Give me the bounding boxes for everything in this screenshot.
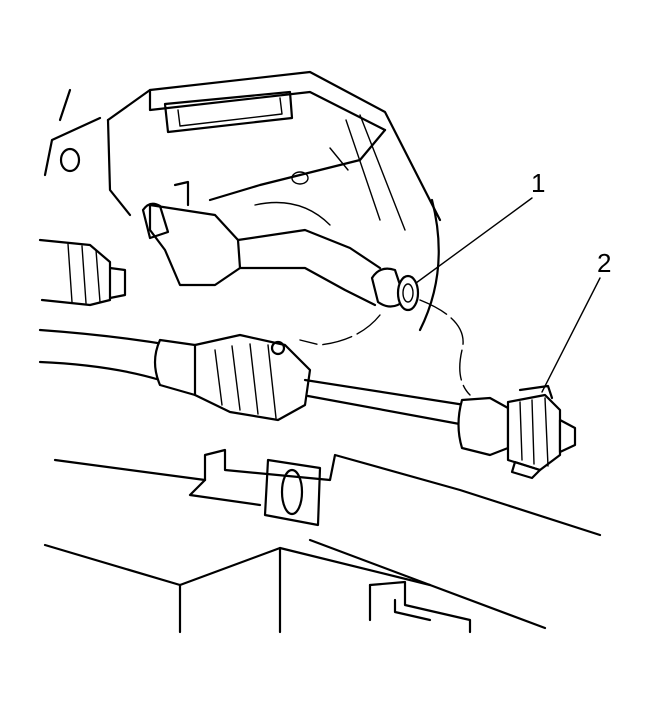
cable-end-retainer [457, 384, 577, 480]
callout-label-2: 2 [597, 248, 611, 278]
upper-bracket-housing [43, 70, 442, 332]
callout-1: 1 [415, 168, 545, 284]
shift-lever-arm [141, 180, 382, 307]
cable-bushing [370, 267, 420, 312]
callout-2: 2 [541, 248, 611, 393]
lower-housing [43, 448, 602, 634]
alignment-dash-path [299, 299, 471, 396]
shift-cable [38, 328, 467, 427]
callout-label-1: 1 [531, 168, 545, 198]
left-cable-connector [38, 238, 127, 307]
